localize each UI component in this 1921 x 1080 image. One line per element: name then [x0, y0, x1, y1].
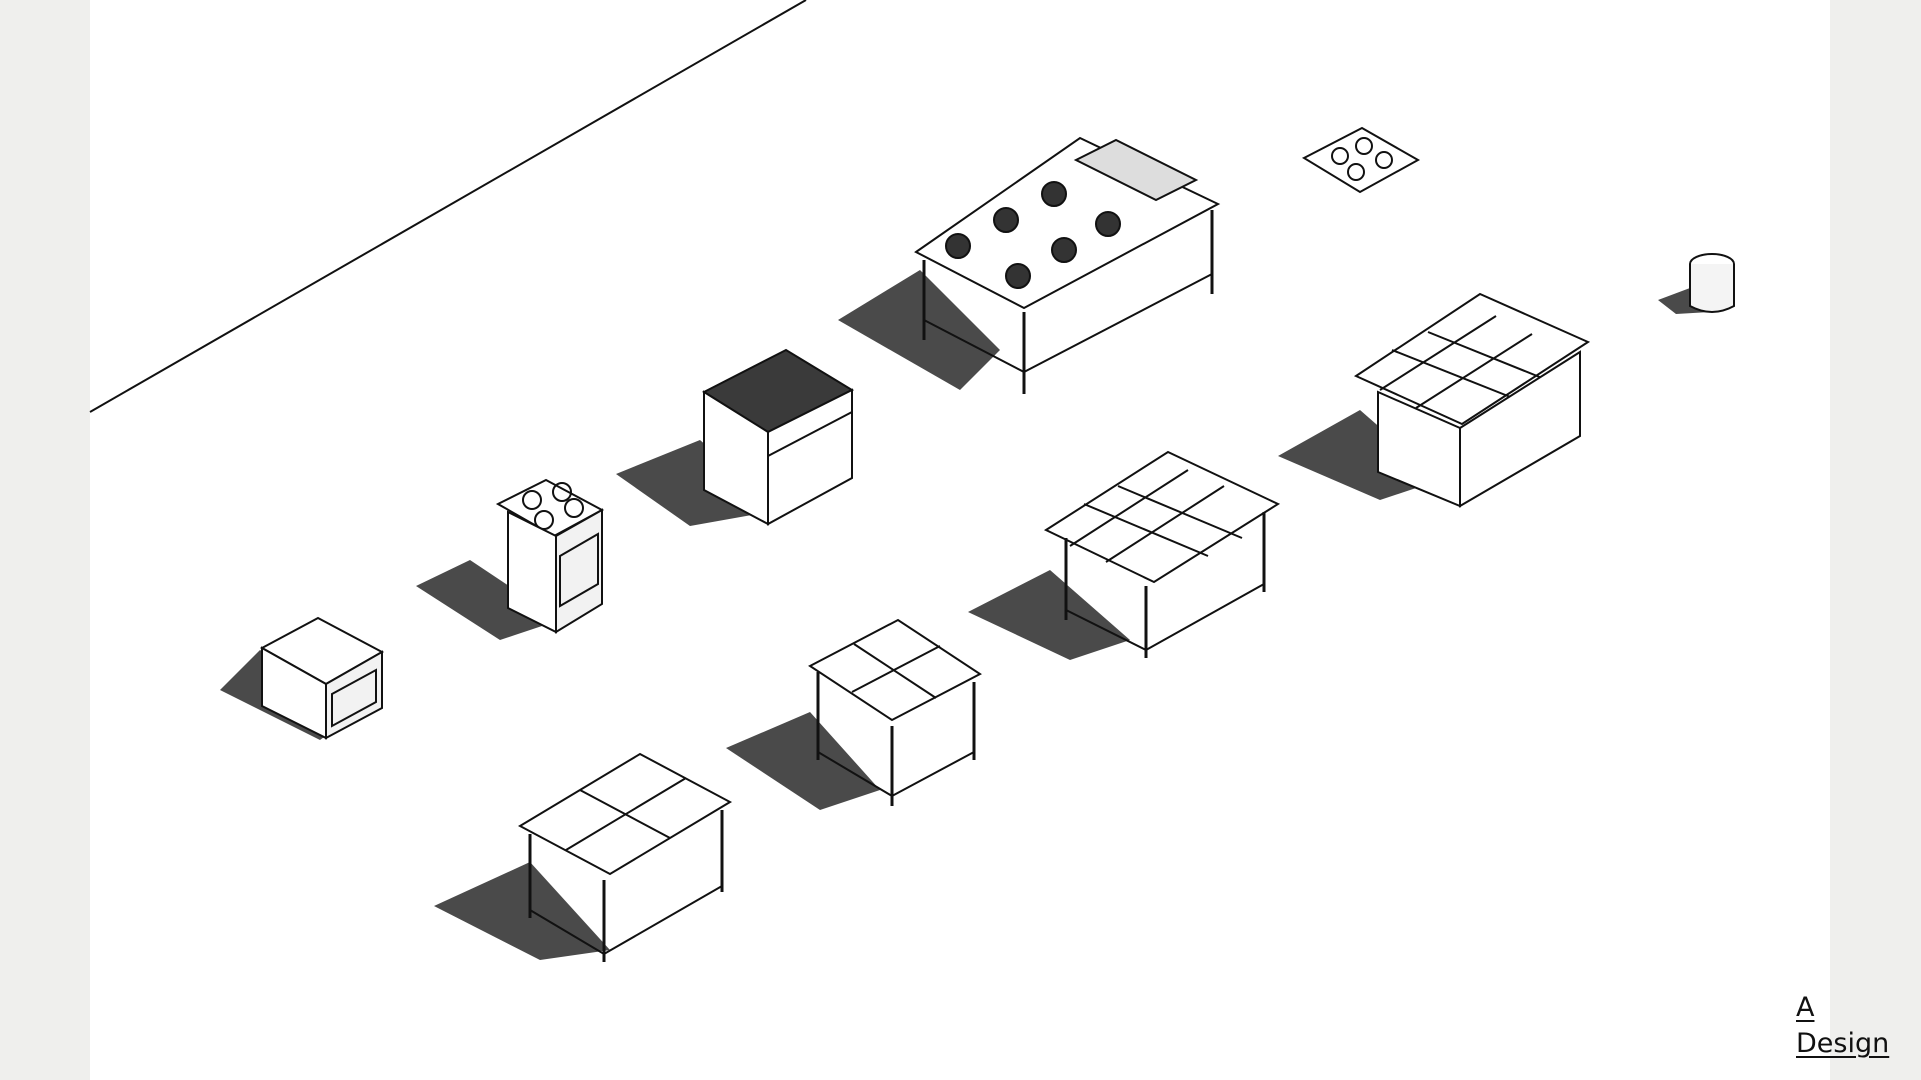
built-in-oven-icon[interactable]	[220, 616, 385, 740]
cooktop-icon[interactable]	[1301, 126, 1421, 194]
work-table-icon[interactable]	[434, 752, 733, 962]
work-table-icon[interactable]	[968, 450, 1281, 660]
brand-logo: A Design	[1796, 990, 1889, 1062]
compact-range-icon[interactable]	[416, 478, 605, 640]
brand-line-design: Design	[1796, 1028, 1890, 1059]
brand-line-a: A	[1796, 992, 1815, 1023]
griddle-range-icon[interactable]	[616, 348, 855, 526]
work-table-icon[interactable]	[1278, 292, 1591, 508]
six-burner-range-icon[interactable]	[838, 136, 1221, 394]
drawing-canvas	[90, 0, 1830, 1080]
wall-line	[89, 0, 807, 413]
work-table-icon[interactable]	[726, 618, 982, 810]
pot-icon[interactable]	[1658, 253, 1735, 314]
